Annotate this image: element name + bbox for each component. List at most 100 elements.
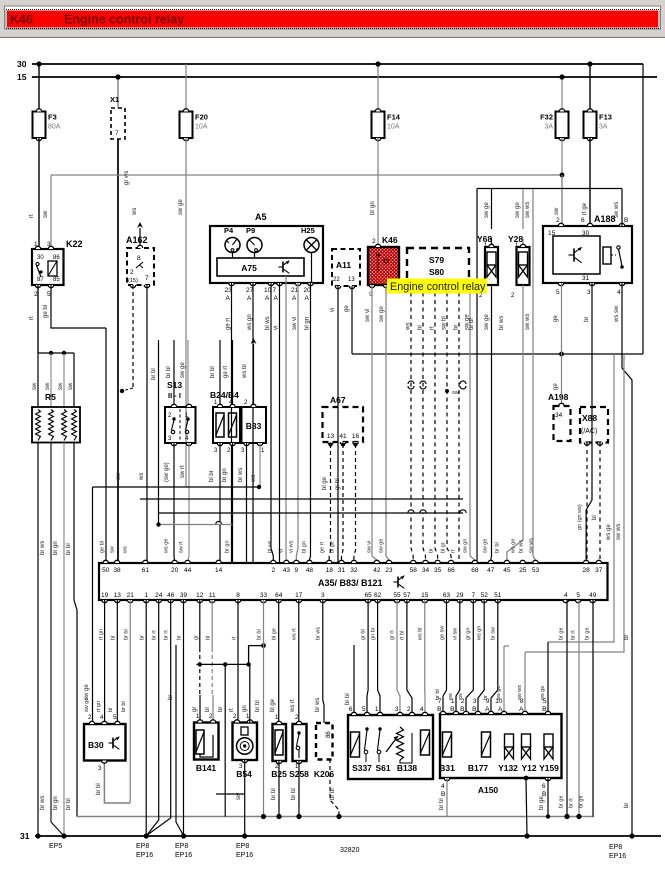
- svg-text:sw vi: sw vi: [365, 309, 371, 322]
- svg-text:15: 15: [421, 592, 429, 599]
- svg-text:22: 22: [333, 277, 340, 283]
- svg-text:br rt: br rt: [571, 630, 577, 640]
- svg-text:br rt: br rt: [152, 630, 158, 640]
- svg-text:8: 8: [236, 592, 240, 599]
- svg-text:br bl: br bl: [121, 701, 127, 712]
- svg-text:rt: rt: [232, 636, 238, 640]
- svg-text:31: 31: [582, 275, 590, 282]
- svg-text:br ws: br ws: [315, 698, 321, 712]
- svg-text:EP8: EP8: [175, 843, 188, 850]
- svg-text:sw ge: sw ge: [379, 306, 385, 322]
- svg-text:Y159: Y159: [539, 763, 559, 773]
- svg-text:51: 51: [494, 592, 502, 599]
- svg-text:65: 65: [364, 592, 372, 599]
- svg-text:47: 47: [487, 567, 495, 574]
- svg-text:vi ws: vi ws: [289, 541, 295, 553]
- svg-text:53: 53: [532, 567, 540, 574]
- svg-text:rt: rt: [451, 549, 457, 553]
- svg-text:3: 3: [47, 241, 51, 248]
- svg-text:vi sw: vi sw: [453, 628, 459, 640]
- svg-text:br gn: br gn: [222, 468, 228, 482]
- svg-text:45: 45: [503, 567, 511, 574]
- svg-text:B: B: [450, 706, 454, 713]
- svg-text:A: A: [519, 706, 524, 713]
- svg-text:bl ge: bl ge: [272, 628, 278, 640]
- svg-text:bl: bl: [592, 515, 598, 520]
- svg-text:50: 50: [102, 567, 110, 574]
- svg-text:bl: bl: [206, 636, 212, 640]
- svg-text:5: 5: [47, 291, 51, 298]
- svg-text:3: 3: [321, 592, 325, 599]
- svg-text:gr: gr: [192, 707, 198, 712]
- svg-text:A: A: [305, 295, 310, 302]
- svg-text:br: br: [624, 635, 630, 640]
- svg-text:41: 41: [339, 433, 347, 440]
- svg-text:A: A: [247, 295, 252, 302]
- svg-text:gr ws: gr ws: [124, 171, 130, 185]
- svg-text:EP8: EP8: [609, 844, 622, 851]
- svg-text:sw ge: sw ge: [483, 539, 489, 553]
- svg-text:sw: sw: [43, 210, 49, 218]
- svg-text:ge: ge: [344, 305, 350, 312]
- svg-text:86: 86: [53, 255, 60, 261]
- svg-text:sw ge: sw ge: [484, 314, 490, 330]
- svg-text:sw: sw: [110, 546, 116, 553]
- svg-text:Engine control relay: Engine control relay: [64, 13, 184, 27]
- svg-text:63: 63: [443, 592, 451, 599]
- svg-text:(15): (15): [128, 278, 138, 284]
- svg-text:3: 3: [395, 706, 399, 713]
- svg-text:A11: A11: [336, 260, 351, 270]
- svg-text:ws: ws: [132, 208, 138, 216]
- svg-text:bl: bl: [418, 325, 424, 330]
- svg-text:29: 29: [456, 592, 464, 599]
- svg-text:br gn: br gn: [53, 796, 59, 810]
- svg-text:1: 1: [214, 400, 218, 406]
- svg-text:32: 32: [350, 567, 358, 574]
- svg-text:bl: bl: [111, 636, 117, 640]
- svg-text:2: 2: [130, 269, 134, 276]
- svg-text:32820: 32820: [340, 847, 360, 854]
- svg-text:P4: P4: [224, 226, 234, 235]
- svg-text:vi: vi: [274, 326, 280, 330]
- svg-text:ws: ws: [406, 323, 412, 331]
- svg-text:80A: 80A: [48, 124, 61, 131]
- svg-text:sw: sw: [45, 382, 51, 390]
- svg-text:3: 3: [239, 764, 243, 770]
- svg-text:B: B: [542, 706, 546, 713]
- svg-text:br rt: br rt: [569, 798, 575, 808]
- svg-text:5: 5: [362, 706, 366, 713]
- svg-text:1: 1: [196, 714, 200, 720]
- svg-text:3A: 3A: [599, 124, 608, 131]
- svg-text:K46: K46: [10, 13, 33, 27]
- svg-text:sw: sw: [554, 207, 560, 215]
- svg-text:10A: 10A: [387, 124, 400, 131]
- svg-text:gr rt: gr rt: [390, 630, 396, 640]
- svg-text:ws ge: ws ge: [540, 686, 546, 701]
- svg-text:1: 1: [295, 764, 299, 770]
- svg-text:3: 3: [168, 436, 172, 442]
- svg-text:35: 35: [434, 567, 442, 574]
- svg-text:16: 16: [352, 433, 360, 440]
- svg-text:2: 2: [372, 238, 376, 245]
- svg-text:sw bl: sw bl: [442, 316, 448, 330]
- svg-text:sw ws: sw ws: [517, 685, 523, 700]
- svg-text:11: 11: [209, 592, 216, 599]
- svg-text:ws gn: ws gn: [477, 626, 483, 641]
- svg-text:gn br: gn br: [371, 627, 377, 640]
- svg-text:P9: P9: [246, 226, 255, 235]
- svg-text:bl: bl: [205, 707, 211, 712]
- svg-text:sw: sw: [236, 792, 242, 800]
- svg-text:EP8: EP8: [136, 843, 149, 850]
- svg-text:66: 66: [447, 567, 455, 574]
- svg-text:br: br: [218, 707, 224, 712]
- svg-text:5: 5: [576, 592, 580, 599]
- svg-text:20: 20: [171, 567, 179, 574]
- svg-text:49: 49: [589, 592, 597, 599]
- svg-text:rt bl: rt bl: [400, 631, 406, 640]
- svg-text:br gn: br gn: [225, 540, 231, 553]
- svg-text:2: 2: [461, 698, 465, 705]
- svg-text:25: 25: [519, 567, 527, 574]
- svg-text:ge rt: ge rt: [226, 318, 232, 330]
- svg-text:13: 13: [114, 592, 122, 599]
- svg-text:10A: 10A: [195, 124, 208, 131]
